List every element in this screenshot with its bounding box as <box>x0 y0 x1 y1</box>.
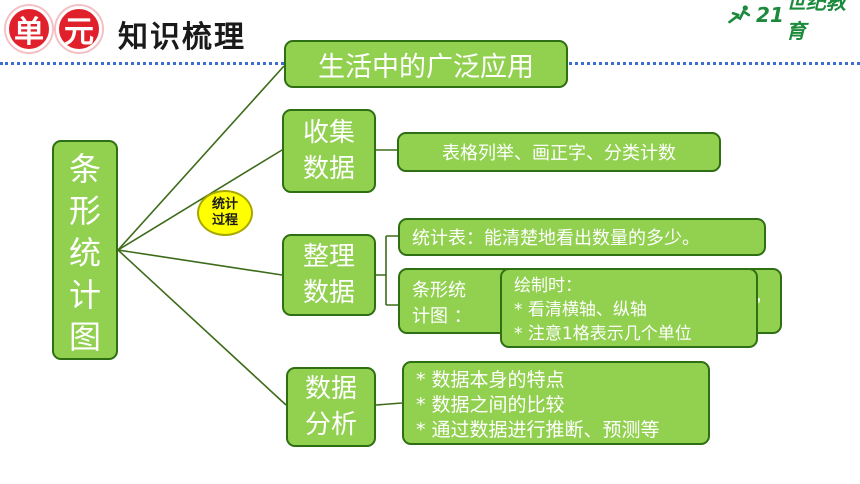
collect-detail: 表格列举、画正字、分类计数 <box>397 132 721 172</box>
link-root-applications <box>117 65 285 251</box>
link-root-collect <box>117 149 283 251</box>
drawing-tips-line: 绘制时： <box>514 276 582 296</box>
page-title: 知识梳理 <box>118 20 246 55</box>
branch-organize: 整理 数据 <box>282 234 376 316</box>
root-char: 图 <box>68 318 101 356</box>
header-badge-1: 单 <box>6 6 52 52</box>
root-node: 条 形 统 计 图 <box>52 140 118 360</box>
analyze-detail-line: * 数据本身的特点 <box>416 369 565 391</box>
analyze-detail: * 数据本身的特点 * 数据之间的比较 * 通过数据进行推断、预测等 <box>402 361 710 445</box>
analyze-detail-line: * 数据之间的比较 <box>416 394 565 416</box>
header-badge-2: 元 <box>56 6 102 52</box>
link-root-organize <box>117 249 283 276</box>
branch-organize-line: 数据 <box>302 278 355 308</box>
root-char: 形 <box>68 192 101 230</box>
link-organize-bracket <box>376 235 398 306</box>
branch-analyze: 数据 分析 <box>286 367 376 447</box>
root-char: 计 <box>68 276 101 314</box>
link-root-analyze <box>117 249 287 406</box>
link-analyze-detail <box>375 402 403 406</box>
branch-analyze-line: 分析 <box>304 410 357 440</box>
process-circle-line: 统计 <box>211 197 238 212</box>
logo: 21 世纪教育 <box>726 0 856 43</box>
drawing-tips: 绘制时： * 看清横轴、纵轴 * 注意1格表示几个单位 <box>500 268 758 348</box>
drawing-tips-line: * 看清横轴、纵轴 <box>514 300 647 320</box>
branch-analyze-line: 数据 <box>304 374 357 404</box>
branch-collect-line: 收集 <box>302 118 355 148</box>
logo-text: 世纪教育 <box>785 0 846 43</box>
root-char: 条 <box>68 150 101 188</box>
logo-number: 21 <box>756 3 784 27</box>
branch-collect: 收集 数据 <box>282 109 376 193</box>
analyze-detail-line: * 通过数据进行推断、预测等 <box>416 419 660 441</box>
organize-chart-label: 条形统 计图 ： <box>412 278 472 330</box>
organize-chart-comma: ， <box>754 286 772 307</box>
branch-applications: 生活中的广泛应用 <box>284 40 568 88</box>
organize-chart-label-line: 条形统 <box>412 280 466 301</box>
branch-organize-line: 整理 <box>302 242 355 272</box>
process-circle-line: 过程 <box>211 213 238 228</box>
runner-icon <box>728 5 751 24</box>
organize-chart-label-line: 计图 ： <box>412 306 472 327</box>
branch-collect-line: 数据 <box>302 154 355 184</box>
drawing-tips-line: * 注意1格表示几个单位 <box>514 324 692 344</box>
organize-table-detail: 统计表：能清楚地看出数量的多少。 <box>398 218 766 256</box>
process-circle: 统计 过程 <box>197 190 253 236</box>
root-char: 统 <box>68 234 101 272</box>
